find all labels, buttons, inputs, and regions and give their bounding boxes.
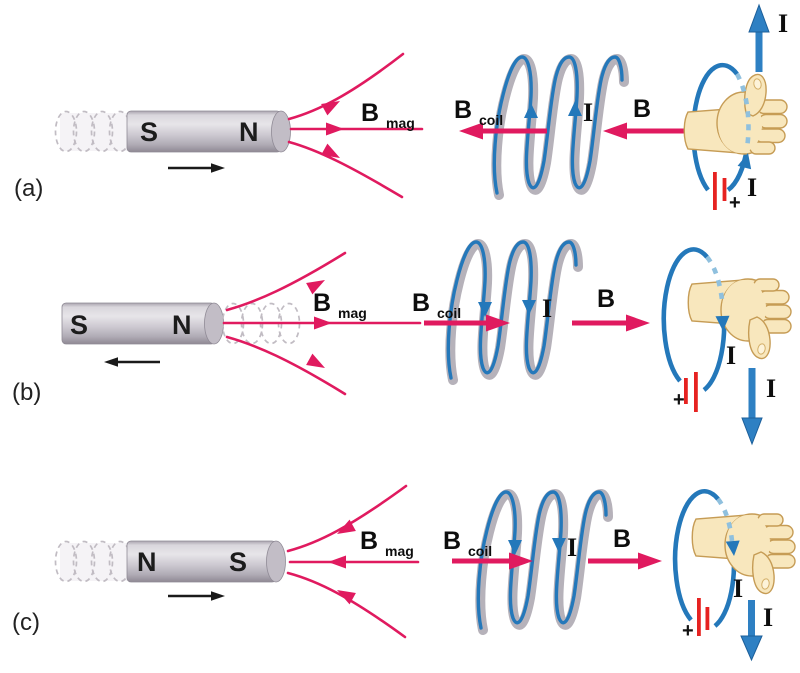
right-hand-thumb-down-icon (687, 278, 792, 360)
loop-current-label: I (747, 173, 757, 202)
b-mag-base: B (313, 289, 331, 317)
b-coil-base: B (443, 527, 461, 555)
magnet-pole-left: S (70, 310, 88, 340)
magnet-pole-right: S (229, 547, 247, 577)
lead-current-arrow-down (740, 600, 763, 662)
b-mag-sub: mag (385, 543, 414, 559)
magnet-end-cap (266, 540, 286, 583)
panel-label: (c) (12, 609, 40, 636)
panel-a: (a) S N B (14, 3, 788, 214)
b-coil-sub: coil (479, 112, 503, 128)
b-field-label: B (597, 285, 615, 313)
b-coil-arrow (459, 122, 547, 140)
b-coil-arrow (452, 552, 533, 570)
b-mag-label: B mag (360, 527, 414, 559)
panel-c: (c) N S B (12, 484, 796, 662)
b-coil-label: B coil (443, 527, 492, 559)
b-coil-base: B (412, 289, 430, 317)
hidden-wire-dashed (716, 497, 735, 542)
coil-current-label: I (583, 98, 593, 127)
battery: + (673, 372, 698, 412)
panel-label: (b) (12, 379, 41, 406)
b-coil-base: B (454, 96, 472, 124)
b-field-arrow (588, 552, 662, 570)
b-coil-arrow (424, 314, 510, 332)
lead-current-label: I (763, 603, 773, 632)
hidden-wire-dashed (705, 255, 725, 301)
battery-plus-label: + (729, 192, 741, 214)
b-field-label: B (613, 525, 631, 553)
loop-current-label: I (726, 341, 736, 370)
coil-current-label: I (567, 533, 577, 562)
magnet-pole-right: N (239, 117, 259, 147)
panel-b: (b) S N B m (12, 242, 792, 446)
lead-current-label: I (766, 374, 776, 403)
b-mag-label: B mag (361, 99, 415, 131)
panel-label: (a) (14, 175, 43, 202)
lead-current-arrow-up (748, 3, 770, 72)
bar-magnet: S N (61, 302, 301, 367)
b-field-label: B (633, 95, 651, 123)
hidden-wire-dashed (734, 72, 751, 149)
magnet-pole-left: N (137, 547, 157, 577)
lead-current-label: I (778, 9, 788, 38)
coil (448, 242, 578, 380)
battery: + (713, 172, 741, 214)
magnet-pole-right: N (172, 310, 192, 340)
right-hand-thumb-down-icon (691, 513, 796, 595)
lead-current-arrow-down (741, 368, 763, 446)
b-mag-base: B (360, 527, 378, 555)
b-coil-sub: coil (437, 305, 461, 321)
b-field-arrow (603, 122, 688, 140)
b-coil-label: B coil (454, 96, 503, 128)
coil-current-label: I (542, 294, 552, 323)
b-coil-sub: coil (468, 543, 492, 559)
magnet-pole-left: S (140, 117, 158, 147)
b-field-arrow (572, 314, 650, 332)
b-mag-label: B mag (313, 289, 367, 321)
battery-plus-label: + (682, 620, 694, 642)
battery: + (682, 598, 710, 642)
magnet-end-cap (271, 110, 291, 153)
bar-magnet: S N (54, 110, 291, 173)
b-mag-sub: mag (386, 115, 415, 131)
magnet-field-lines (287, 52, 424, 199)
coil (494, 57, 624, 195)
battery-plus-label: + (673, 389, 685, 411)
magnet-motion-arrow (168, 591, 225, 601)
b-mag-base: B (361, 99, 379, 127)
loop-current-label: I (733, 574, 743, 603)
b-mag-sub: mag (338, 305, 367, 321)
magnet-field-lines (222, 251, 422, 396)
magnet-motion-arrow (104, 357, 160, 367)
b-coil-label: B coil (412, 289, 461, 321)
bar-magnet: N S (54, 540, 286, 601)
magnet-end-cap (204, 302, 224, 345)
magnet-field-lines (286, 484, 420, 639)
magnet-motion-arrow (168, 163, 225, 173)
